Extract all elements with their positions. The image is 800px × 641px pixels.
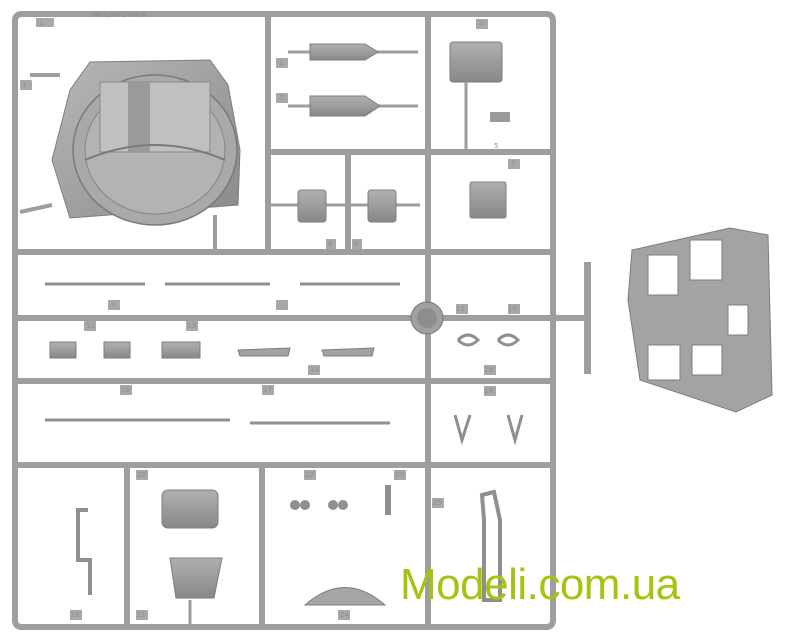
part-number: 9 bbox=[111, 301, 115, 309]
part-number: 8 bbox=[354, 240, 358, 248]
part-number: 16 bbox=[121, 386, 130, 394]
bracket-part bbox=[76, 508, 92, 595]
part-number: 21 bbox=[137, 611, 146, 619]
part-number: 20 bbox=[137, 471, 146, 479]
part-number-labels: 1 2 3 4 5 6 7 8 9 10 11 12 13 14 15 16 1… bbox=[22, 20, 517, 619]
box-part bbox=[449, 41, 510, 152]
part-number: 22 bbox=[305, 471, 314, 479]
part-number: 12 bbox=[86, 322, 95, 330]
sprue-logo-disc bbox=[410, 301, 444, 335]
part-number: 3 bbox=[279, 94, 283, 102]
rod-parts bbox=[45, 282, 400, 425]
sprue-code: 0063/0070/00820 bbox=[92, 12, 147, 19]
frame-tabs bbox=[20, 18, 520, 620]
small-box-parts bbox=[49, 341, 375, 359]
part-number: 17 bbox=[263, 386, 272, 394]
arch-part bbox=[303, 587, 387, 606]
mount-parts bbox=[290, 485, 391, 515]
hatch-parts bbox=[161, 489, 223, 627]
turret-part bbox=[19, 59, 241, 252]
part-number: 1 bbox=[22, 81, 26, 89]
part-number: 10 bbox=[70, 611, 79, 619]
part-number: 15 bbox=[508, 305, 517, 313]
part-number: 5 bbox=[494, 142, 498, 150]
clip-parts bbox=[453, 333, 524, 446]
watermark-text: Modeli.com.ua bbox=[400, 560, 680, 609]
part-number: 13 bbox=[187, 322, 196, 330]
part-number: 4 bbox=[479, 20, 484, 28]
frame-letter: L bbox=[40, 19, 44, 27]
cab-part bbox=[584, 227, 773, 413]
part-number: 11 bbox=[456, 305, 465, 313]
part-number: 23 bbox=[395, 471, 404, 479]
seat-parts bbox=[270, 181, 507, 223]
part-number: 18 bbox=[484, 366, 493, 374]
sprue-frame bbox=[12, 11, 588, 630]
part-number: 7 bbox=[511, 160, 515, 168]
part-number: 2 bbox=[279, 59, 283, 67]
part-number: 6 bbox=[328, 240, 333, 248]
part-number: 24 bbox=[340, 611, 349, 619]
cylinder-parts bbox=[288, 43, 418, 117]
part-number: 25 bbox=[433, 499, 442, 507]
part-number: 14 bbox=[310, 366, 319, 374]
part-number: 19 bbox=[484, 387, 493, 395]
frame-part bbox=[479, 489, 502, 602]
